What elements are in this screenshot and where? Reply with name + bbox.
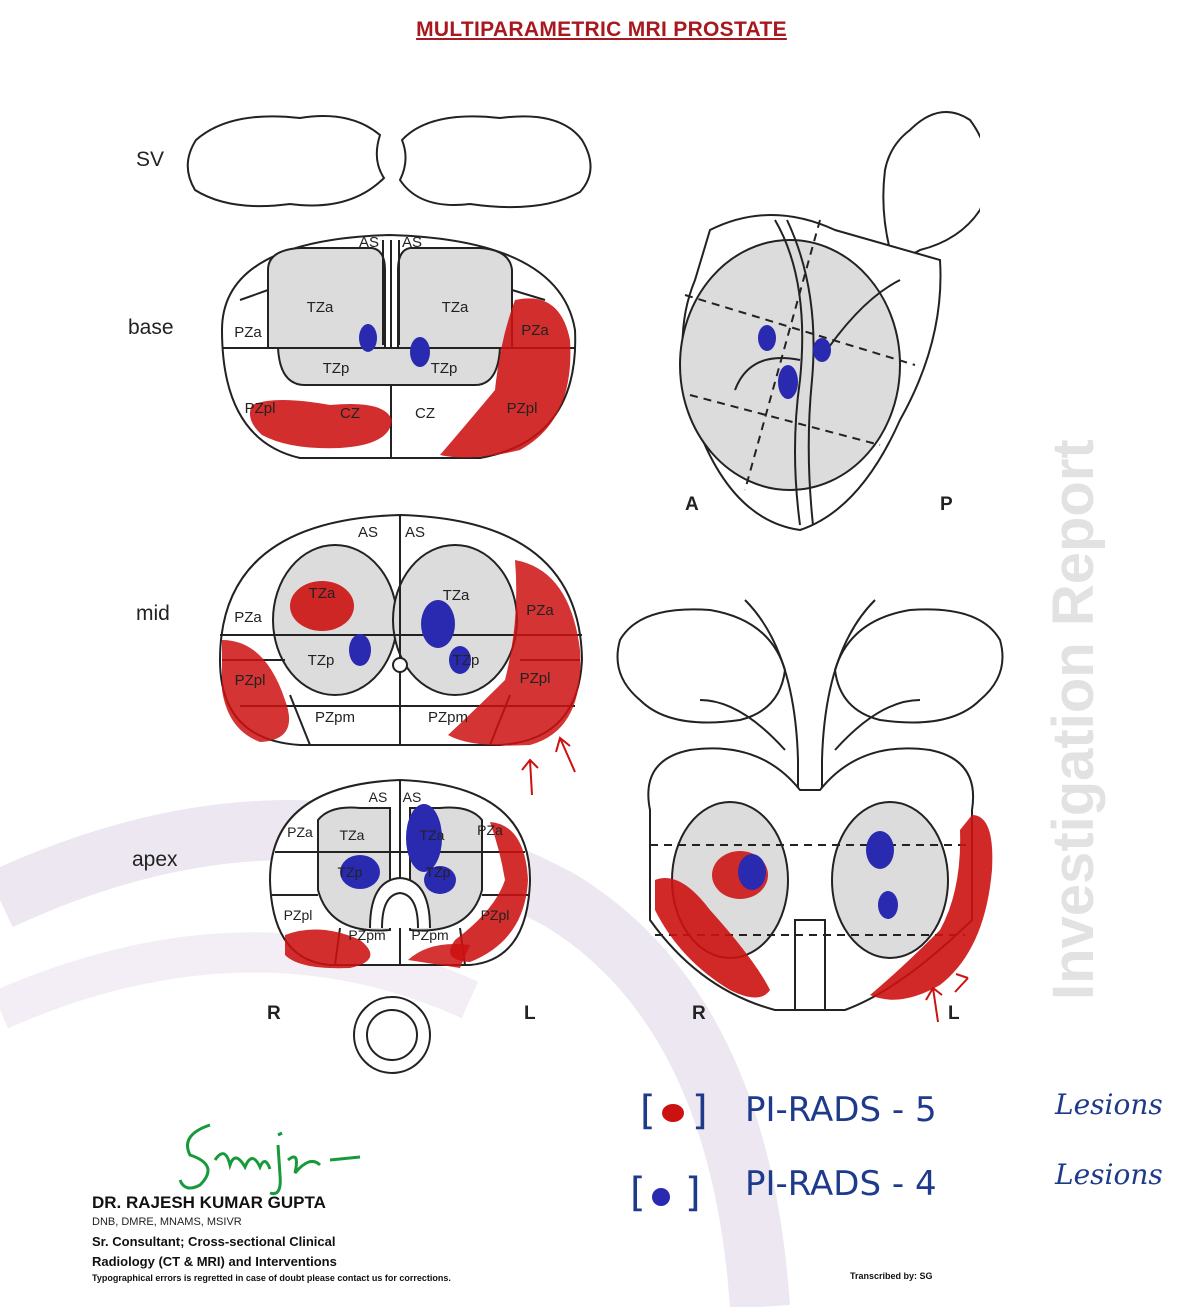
- legend-swatch-red: [662, 1104, 684, 1122]
- legend-label-pirads5: PI-RADS - 5: [745, 1090, 937, 1130]
- zone-label-pza-r: PZa: [287, 824, 313, 840]
- zone-label-cz-l: CZ: [415, 405, 435, 422]
- legend-bracket-open: [: [630, 1170, 646, 1216]
- zone-label-pzpl-r: PZpl: [245, 400, 276, 417]
- zone-label-tzp-l: TZp: [426, 864, 451, 880]
- zone-label-tzp-r: TZp: [308, 652, 335, 669]
- doctor-name: DR. RAJESH KUMAR GUPTA: [92, 1193, 326, 1213]
- zone-label-pza-l: PZa: [477, 822, 503, 838]
- coronal-orientation-right: R: [692, 1003, 706, 1025]
- doctor-qualifications: DNB, DMRE, MNAMS, MSIVR: [92, 1216, 242, 1228]
- zone-label-pzpm-l: PZpm: [428, 709, 468, 726]
- zone-label-as-l: AS: [403, 789, 422, 805]
- coronal-diagram: [600, 590, 1020, 1030]
- zone-label-tzp-r: TZp: [338, 864, 363, 880]
- legend-bracket-close: ]: [692, 1088, 708, 1134]
- zone-label-pzpm-l: PZpm: [411, 927, 448, 943]
- zone-label-pza-l: PZa: [521, 322, 549, 339]
- axial-diagrams: AS AS TZa TZa PZa PZa TZp TZp PZpl CZ CZ…: [0, 0, 620, 1080]
- zone-label-as-l: AS: [405, 524, 425, 541]
- axial-mid: [220, 515, 582, 795]
- legend-row-pirads4: [ ] PI-RADS - 4 Lesions: [630, 1170, 646, 1216]
- zone-label-as-r: AS: [369, 789, 388, 805]
- zone-label-pzpm-r: PZpm: [348, 927, 385, 943]
- zone-label-tzp-l: TZp: [453, 652, 480, 669]
- zone-label-tza-r: TZa: [307, 299, 334, 316]
- zone-label-pza-r: PZa: [234, 609, 262, 626]
- zone-label-pzpl-r: PZpl: [235, 672, 266, 689]
- zone-label-as-r: AS: [358, 524, 378, 541]
- zone-label-tza-l: TZa: [420, 827, 445, 843]
- zone-label-tza-l: TZa: [442, 299, 469, 316]
- zone-label-pzpm-r: PZpm: [315, 709, 355, 726]
- legend-word-pirads5: Lesions: [1055, 1088, 1163, 1121]
- sagittal-label-anterior: A: [685, 494, 699, 516]
- sagittal-diagram: [640, 90, 980, 540]
- zone-label-pzpl-r: PZpl: [284, 907, 313, 923]
- zone-label-tza-l: TZa: [443, 587, 470, 604]
- legend-bracket-close: ]: [685, 1170, 701, 1216]
- axial-base: [222, 235, 575, 458]
- zone-label-cz-r: CZ: [340, 405, 360, 422]
- legend-label-pirads4: PI-RADS - 4: [745, 1164, 937, 1204]
- legend-swatch-blue: [652, 1188, 670, 1206]
- zone-label-tza-r: TZa: [340, 827, 365, 843]
- disclaimer-text: Typographical errors is regretted in cas…: [92, 1273, 451, 1283]
- doctor-role-line2: Radiology (CT & MRI) and Interventions: [92, 1254, 337, 1269]
- coronal-orientation-left: L: [948, 1003, 960, 1025]
- sagittal-label-posterior: P: [940, 494, 953, 516]
- zone-label-pzpl-l: PZpl: [520, 670, 551, 687]
- legend-word-pirads4: Lesions: [1055, 1158, 1163, 1191]
- legend-row-pirads5: [ ] PI-RADS - 5 Lesions: [640, 1088, 656, 1134]
- zone-label-pzpl-l: PZpl: [481, 907, 510, 923]
- transcribed-by: Transcribed by: SG: [850, 1271, 933, 1281]
- legend-bracket-open: [: [640, 1088, 656, 1134]
- zone-label-pza-r: PZa: [234, 324, 262, 341]
- zone-label-tza-r: TZa: [309, 585, 336, 602]
- axial-orientation-left: L: [524, 1003, 536, 1025]
- zone-label-as-l: AS: [402, 234, 422, 251]
- zone-label-pza-l: PZa: [526, 602, 554, 619]
- signature: [170, 1105, 380, 1200]
- axial-orientation-right: R: [267, 1003, 281, 1025]
- zone-label-tzp-l: TZp: [431, 360, 458, 377]
- zone-label-as-r: AS: [359, 234, 379, 251]
- zone-label-tzp-r: TZp: [323, 360, 350, 377]
- doctor-role-line1: Sr. Consultant; Cross-sectional Clinical: [92, 1234, 335, 1249]
- zone-label-pzpl-l: PZpl: [507, 400, 538, 417]
- seminal-vesicles: [188, 116, 591, 207]
- watermark-text: Investigation Report: [1040, 700, 1107, 1000]
